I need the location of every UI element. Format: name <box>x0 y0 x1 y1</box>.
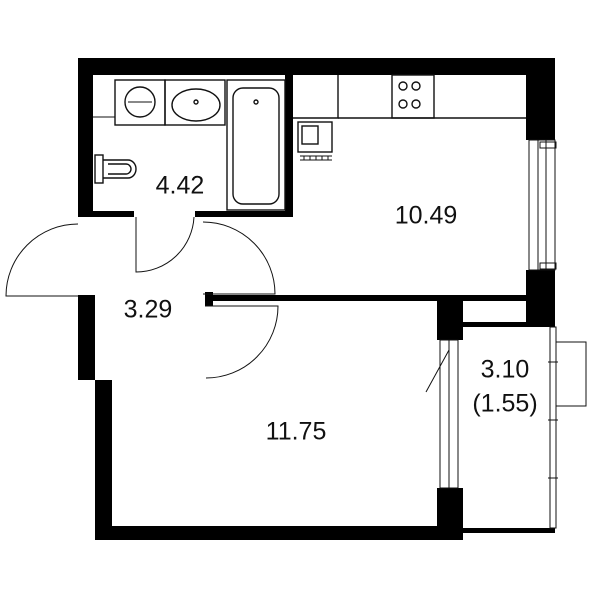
bathroom-door <box>135 216 195 273</box>
sink-icon <box>164 79 226 126</box>
windows <box>425 139 587 529</box>
kitchen-counter <box>293 75 339 119</box>
room-labels: 4.42 10.49 3.29 11.75 3.10 (1.55) <box>124 172 538 446</box>
bathtub-icon <box>226 79 286 211</box>
wall-bathroom-bottom-right <box>195 211 293 217</box>
wall-bathroom-bottom-left <box>78 211 134 217</box>
kitchen-fixtures <box>293 74 526 161</box>
wall-bathroom-right <box>285 75 293 215</box>
wall-top <box>78 58 555 75</box>
entrance-door <box>5 223 79 297</box>
doors <box>5 216 279 379</box>
hall-area-label: 3.29 <box>124 296 173 324</box>
wall-balcony-bottom <box>463 528 555 533</box>
wall-left-bedroom <box>95 380 112 540</box>
wall-left-upper <box>78 58 93 213</box>
balcony-sash <box>555 341 587 407</box>
wall-bedroom-right-bottom <box>437 488 463 540</box>
stove-icon <box>391 74 435 119</box>
wall-left-lower <box>78 295 95 380</box>
wall-bottom <box>95 526 463 540</box>
walls <box>78 58 555 540</box>
wall-bedroom-right-top <box>437 300 463 340</box>
wall-kitchen-bedroom <box>212 295 526 301</box>
kitchen-area-label: 10.49 <box>395 202 458 230</box>
bathroom-fixtures <box>93 79 286 211</box>
bedroom-area-label: 11.75 <box>266 418 327 446</box>
wall-right-mid <box>526 270 555 322</box>
balcony-reduced-area-label: (1.55) <box>472 390 537 418</box>
wall-hall-stub <box>205 292 213 306</box>
wall-right-top <box>526 58 555 140</box>
kitchen-door <box>202 221 276 295</box>
kitchen-window <box>528 139 556 271</box>
balcony-area-label: 3.10 <box>481 356 530 384</box>
toilet-icon <box>94 154 104 184</box>
bathroom-area-label: 4.42 <box>156 172 205 200</box>
kitchen-sink-icon <box>297 121 333 153</box>
wall-balcony-top <box>463 322 555 327</box>
bedroom-door <box>205 305 279 379</box>
balcony-glazing <box>549 326 557 529</box>
